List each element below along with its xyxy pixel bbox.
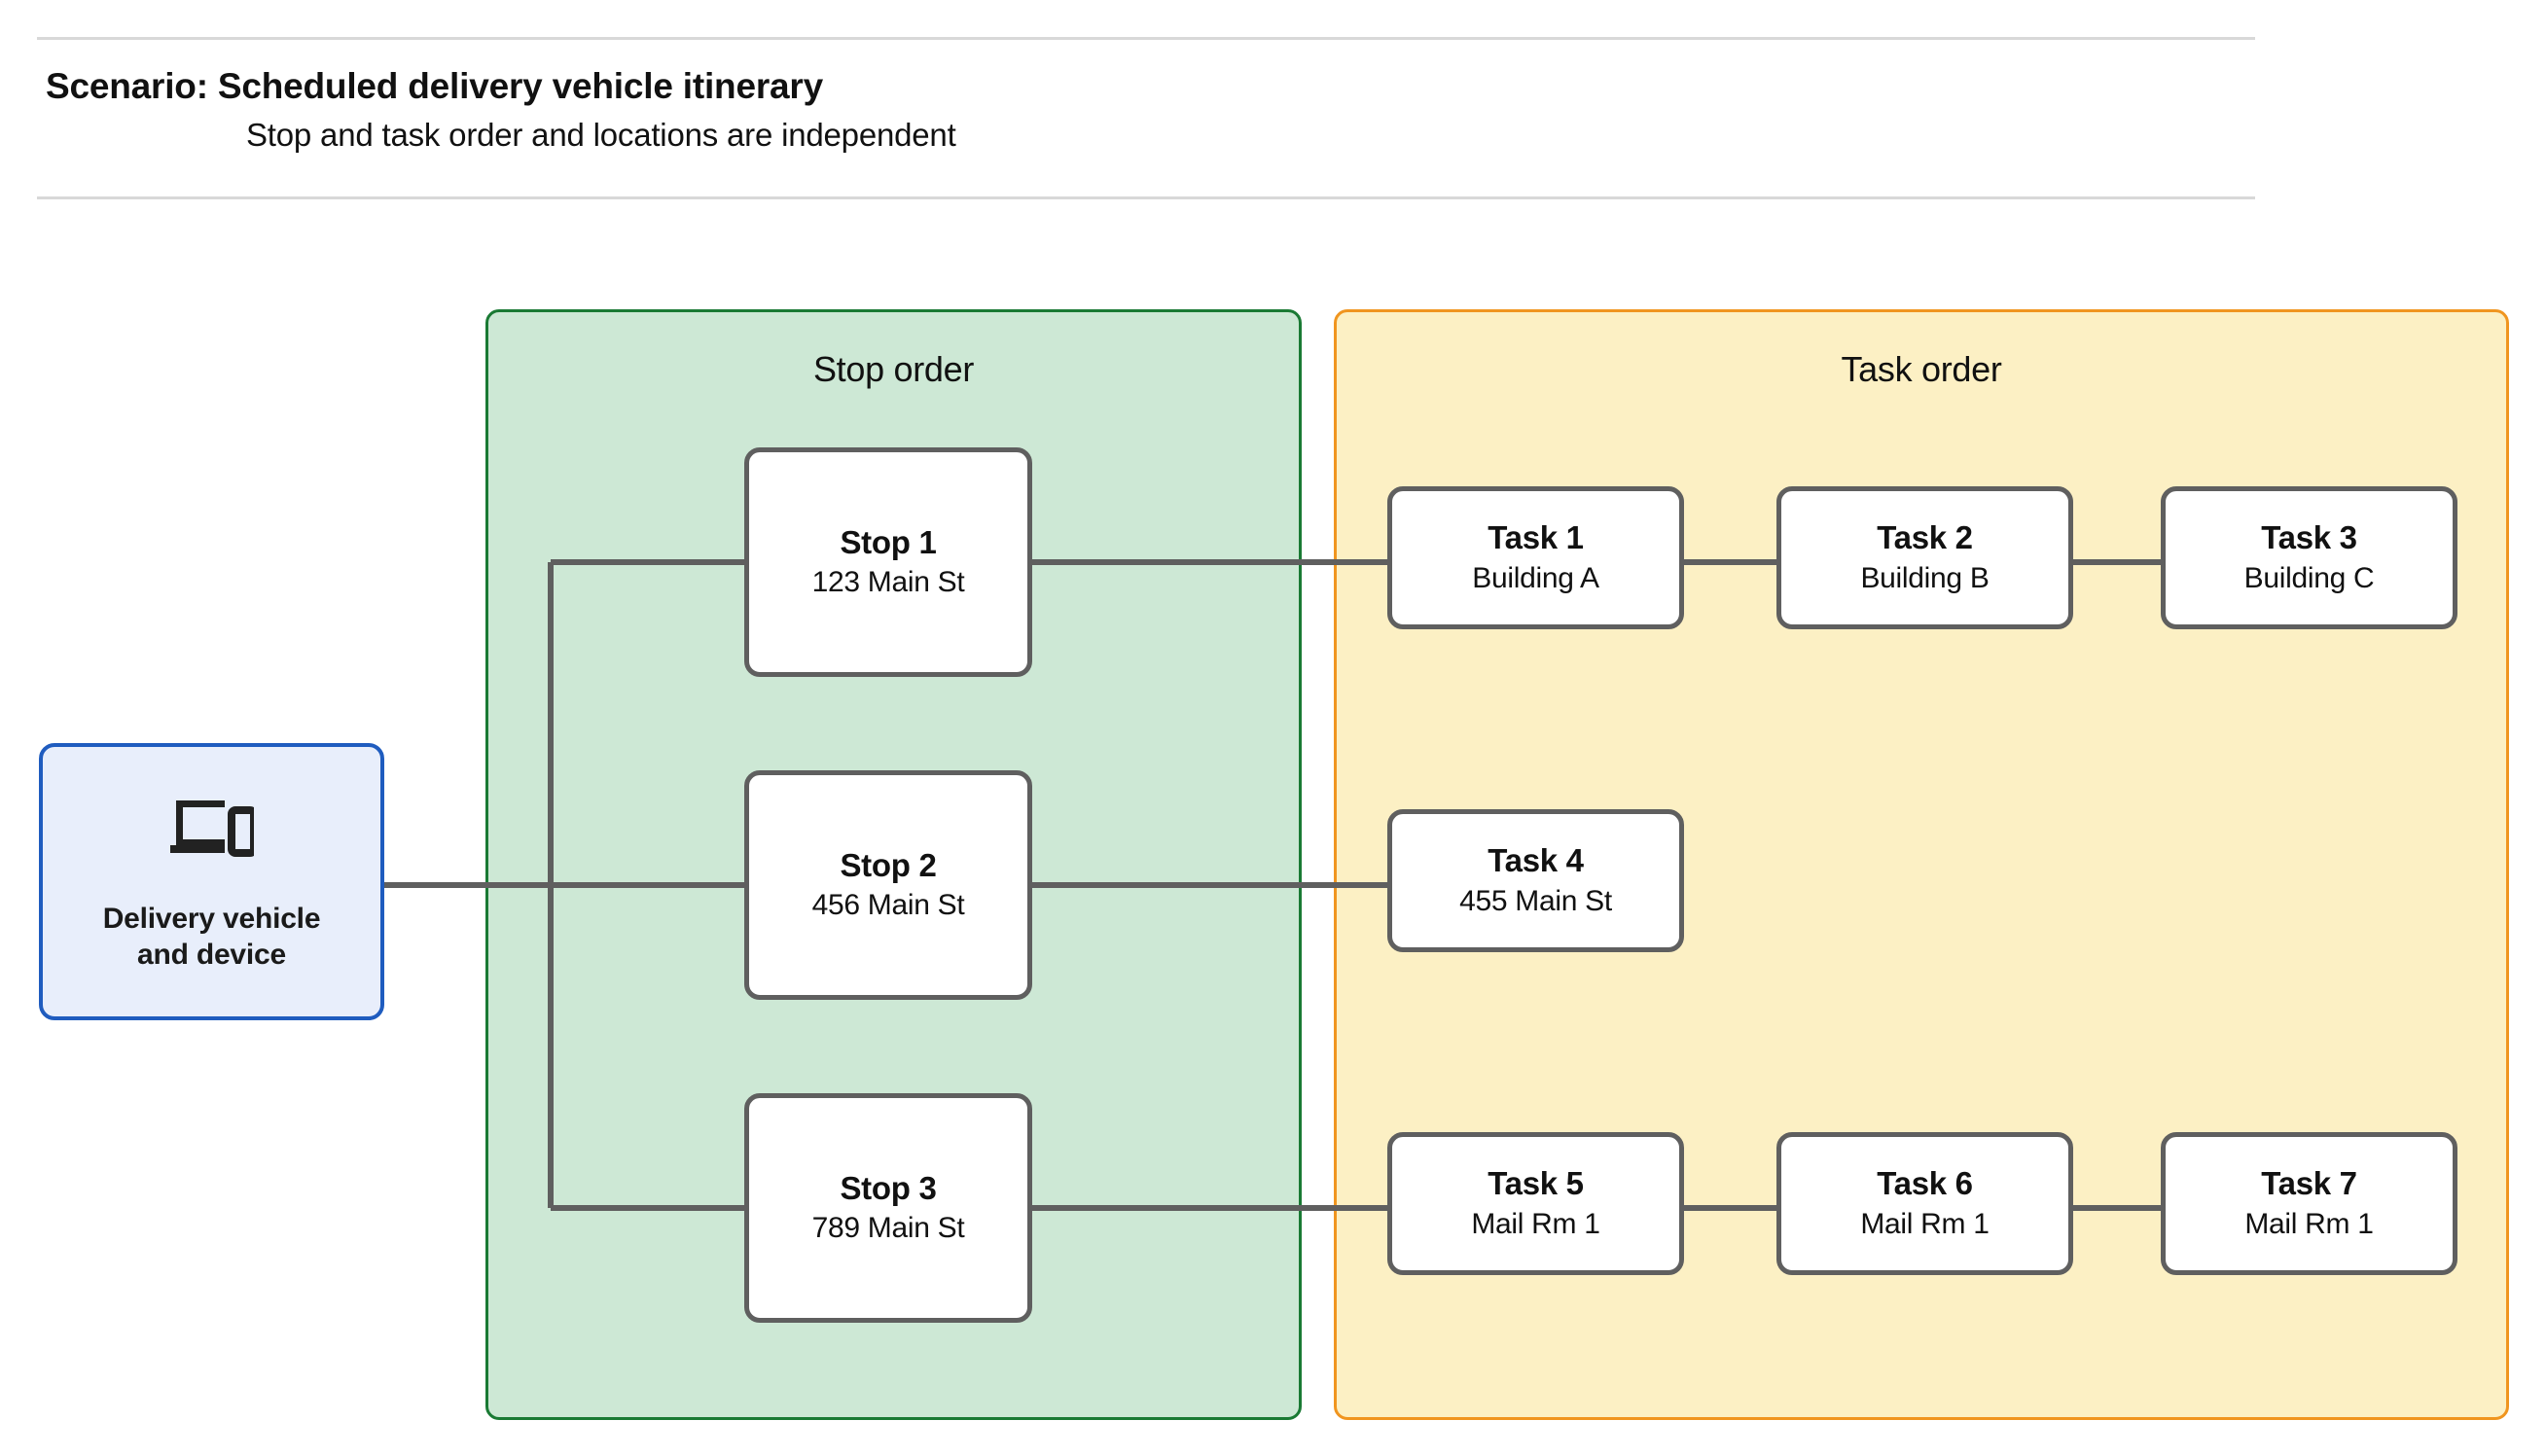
stop-card-location: 123 Main St — [811, 566, 965, 599]
task-card[interactable]: Task 5 Mail Rm 1 — [1387, 1132, 1684, 1275]
task-card[interactable]: Task 6 Mail Rm 1 — [1776, 1132, 2073, 1275]
task-card-location: Building C — [2243, 561, 2375, 594]
stop-card[interactable]: Stop 1 123 Main St — [744, 447, 1032, 677]
delivery-vehicle-label: Delivery vehicle and device — [102, 902, 321, 971]
task-card[interactable]: Task 7 Mail Rm 1 — [2161, 1132, 2457, 1275]
stop-card-title: Stop 2 — [840, 846, 937, 883]
task-card[interactable]: Task 3 Building C — [2161, 486, 2457, 629]
task-card-location: Mail Rm 1 — [2244, 1207, 2374, 1240]
stop-card-location: 456 Main St — [811, 889, 965, 922]
task-card[interactable]: Task 4 455 Main St — [1387, 809, 1684, 952]
stop-card[interactable]: Stop 3 789 Main St — [744, 1093, 1032, 1323]
task-card-title: Task 4 — [1488, 842, 1584, 879]
task-card-title: Task 5 — [1488, 1165, 1584, 1202]
page-title: Scenario: Scheduled delivery vehicle iti… — [46, 66, 823, 106]
stop-card-title: Stop 3 — [840, 1169, 937, 1206]
stop-card-location: 789 Main St — [811, 1212, 965, 1245]
task-card-location: Building B — [1860, 561, 1990, 594]
task-card-location: Mail Rm 1 — [1860, 1207, 1990, 1240]
page-subtitle: Stop and task order and locations are in… — [246, 117, 956, 153]
task-card-title: Task 2 — [1877, 519, 1973, 556]
task-card-title: Task 1 — [1488, 519, 1584, 556]
header-divider-top — [37, 37, 2255, 40]
stop-card[interactable]: Stop 2 456 Main St — [744, 770, 1032, 1000]
task-card-location: 455 Main St — [1459, 884, 1612, 917]
task-card-title: Task 7 — [2261, 1165, 2357, 1202]
task-card-title: Task 6 — [1877, 1165, 1973, 1202]
header-divider-bottom — [37, 196, 2255, 199]
stop-order-group-title: Stop order — [812, 349, 975, 389]
devices-icon — [169, 797, 258, 857]
task-card[interactable]: Task 1 Building A — [1387, 486, 1684, 629]
task-order-group-title: Task order — [1841, 349, 2002, 389]
task-card-location: Building A — [1472, 561, 1599, 594]
delivery-vehicle-node[interactable]: Delivery vehicle and device — [39, 743, 384, 1020]
task-card-title: Task 3 — [2261, 519, 2357, 556]
task-card[interactable]: Task 2 Building B — [1776, 486, 2073, 629]
task-card-location: Mail Rm 1 — [1471, 1207, 1600, 1240]
stop-card-title: Stop 1 — [840, 523, 937, 560]
